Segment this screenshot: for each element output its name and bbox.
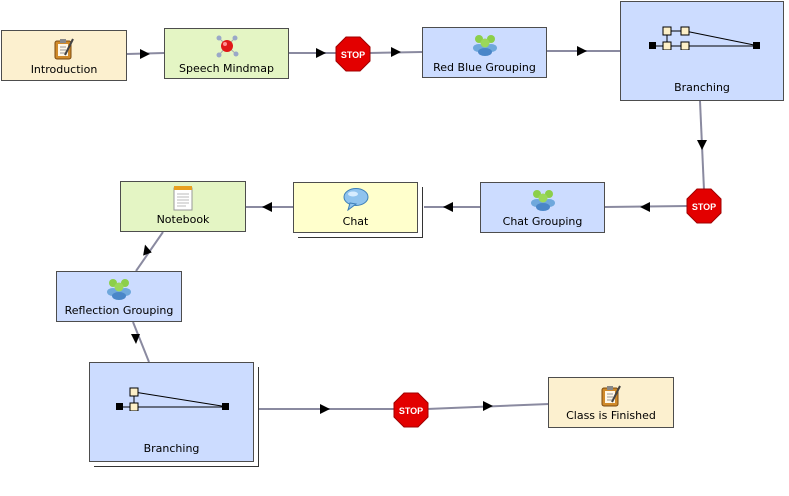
arrowhead <box>262 202 272 212</box>
stop-gate-3[interactable]: STOP <box>393 392 429 428</box>
arrowhead <box>443 202 453 212</box>
mindmap-icon <box>216 35 238 58</box>
notebook-icon <box>173 186 193 211</box>
notepad-icon <box>601 385 621 407</box>
activity-chat[interactable]: Chat <box>293 182 418 233</box>
branching-icon <box>116 387 229 411</box>
activity-red-blue-grouping[interactable]: Red Blue Grouping <box>422 27 547 78</box>
arrowhead <box>391 47 401 57</box>
stop-label: STOP <box>341 50 365 60</box>
group-icon <box>107 279 131 300</box>
activity-reflection-grouping[interactable]: Reflection Grouping <box>56 271 182 322</box>
activity-label: Red Blue Grouping <box>433 61 536 74</box>
speech-bubble-icon <box>343 188 368 211</box>
arrowhead <box>131 334 140 344</box>
stop-gate-2[interactable]: STOP <box>686 188 722 224</box>
group-icon <box>530 190 555 211</box>
branching-icon <box>649 26 760 50</box>
stop-label: STOP <box>399 406 423 416</box>
activity-class-is-finished[interactable]: Class is Finished <box>548 377 674 428</box>
stop-label: STOP <box>692 202 716 212</box>
arrowhead <box>320 404 330 414</box>
arrowhead <box>140 49 150 59</box>
activity-label: Notebook <box>156 213 210 226</box>
stop-gate-1[interactable]: STOP <box>335 36 371 72</box>
activity-label: Class is Finished <box>566 409 656 422</box>
arrowhead <box>577 46 587 56</box>
activity-label: Branching <box>143 442 200 455</box>
arrowhead <box>483 401 493 411</box>
branching-top[interactable]: Branching <box>620 1 784 101</box>
activity-label: Speech Mindmap <box>179 62 274 75</box>
activity-label: Branching <box>674 81 730 94</box>
activity-introduction[interactable]: Introduction <box>1 30 127 81</box>
group-icon <box>472 35 497 56</box>
activity-label: Chat <box>342 215 369 228</box>
activity-chat-grouping[interactable]: Chat Grouping <box>480 182 605 233</box>
activity-label: Chat Grouping <box>502 215 583 228</box>
activity-speech-mindmap[interactable]: Speech Mindmap <box>164 28 289 79</box>
arrowhead <box>640 202 650 212</box>
arrowhead <box>143 244 152 256</box>
arrowhead <box>316 48 326 58</box>
activity-label: Introduction <box>30 63 98 76</box>
activity-label: Reflection Grouping <box>64 304 174 317</box>
activity-notebook[interactable]: Notebook <box>120 181 246 232</box>
notepad-icon <box>54 38 74 60</box>
arrowhead <box>697 140 707 150</box>
branching-bottom[interactable]: Branching <box>89 362 254 462</box>
